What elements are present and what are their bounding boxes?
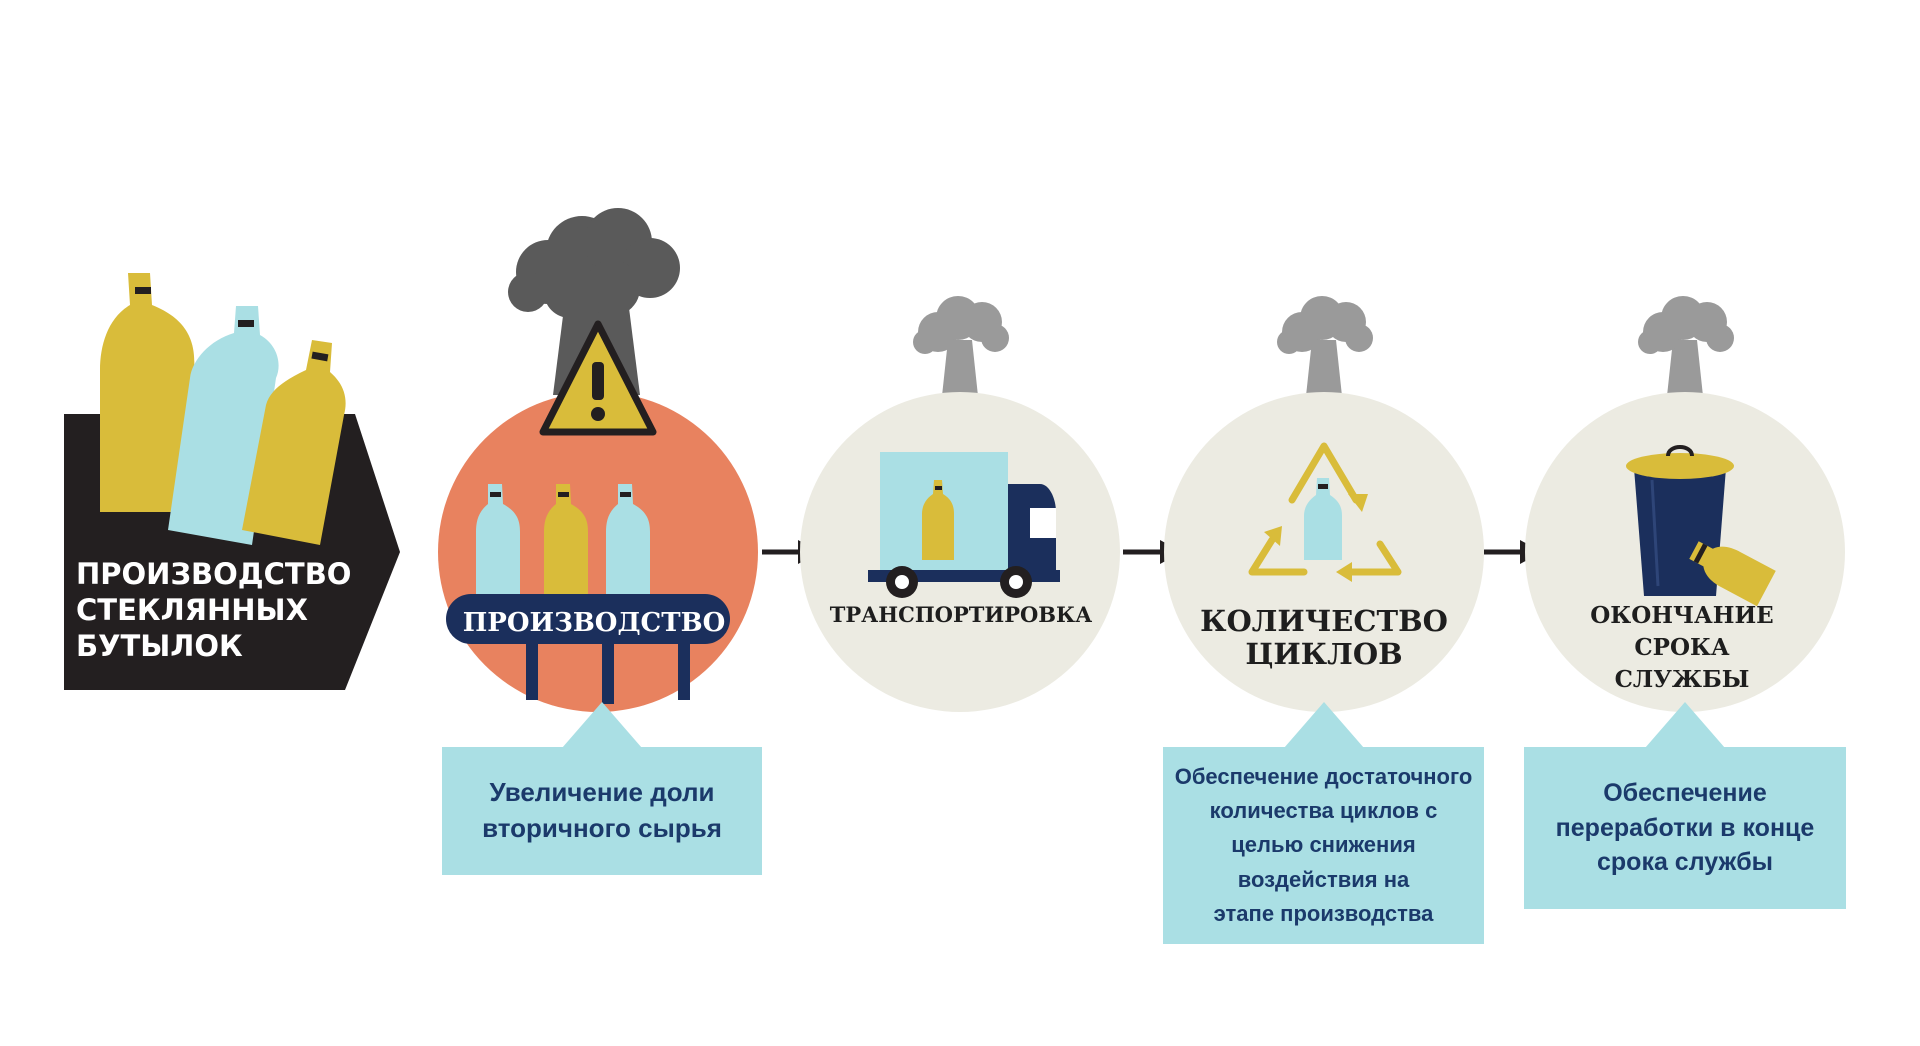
step-label-end-of-life-3: СЛУЖБЫ <box>1615 666 1750 693</box>
trash-bin-icon <box>1626 445 1776 607</box>
title-block: ПРОИЗВОДСТВО СТЕКЛЯННЫХ БУТЫЛОК <box>64 273 400 690</box>
step-label-cycles-1: КОЛИЧЕСТВО <box>1200 604 1448 638</box>
truck-icon <box>868 452 1060 598</box>
callout-pointer-production <box>562 702 642 748</box>
step-label-transport: ТРАНСПОРТИРОВКА <box>830 602 1093 627</box>
note-production-text: Увеличение доли вторичного сырья <box>482 777 722 843</box>
smoke-cloud-icon <box>1277 296 1373 396</box>
step-label-end-of-life-2: СРОКА <box>1634 634 1730 661</box>
step-cycles: КОЛИЧЕСТВО ЦИКЛОВ <box>1164 296 1484 712</box>
bottles-icon <box>100 273 346 545</box>
recycle-icon <box>1248 442 1402 582</box>
smoke-cloud-icon <box>1638 296 1734 396</box>
note-end-of-life: Обеспечение переработки в конце срока сл… <box>1524 747 1846 909</box>
callout-pointer-end-of-life <box>1645 702 1725 748</box>
smoke-cloud-icon <box>508 208 680 395</box>
note-end-of-life-text: Обеспечение переработки в конце срока сл… <box>1555 779 1815 877</box>
note-production: Увеличение доли вторичного сырья <box>442 747 762 875</box>
note-cycles-text: Обеспечение достаточного количества цикл… <box>1174 764 1473 926</box>
smoke-cloud-icon <box>913 296 1009 396</box>
title-line-2: СТЕКЛЯННЫХ <box>76 593 308 627</box>
step-production: ПРОИЗВОДСТВО <box>438 208 758 712</box>
step-label-end-of-life-1: ОКОНЧАНИЕ <box>1590 602 1773 629</box>
warning-icon <box>539 320 657 436</box>
note-cycles: Обеспечение достаточного количества цикл… <box>1163 747 1484 944</box>
step-transport: ТРАНСПОРТИРОВКА <box>800 296 1120 712</box>
title-line-3: БУТЫЛОК <box>76 629 243 663</box>
step-label-cycles-2: ЦИКЛОВ <box>1245 637 1402 671</box>
title-line-1: ПРОИЗВОДСТВО <box>76 557 351 591</box>
callout-pointer-cycles <box>1284 702 1364 748</box>
conveyor-bottles-icon <box>476 484 650 595</box>
conveyor-icon <box>446 594 730 704</box>
step-end-of-life: ОКОНЧАНИЕ СРОКА СЛУЖБЫ <box>1525 296 1845 712</box>
step-label-production: ПРОИЗВОДСТВО <box>463 608 725 638</box>
